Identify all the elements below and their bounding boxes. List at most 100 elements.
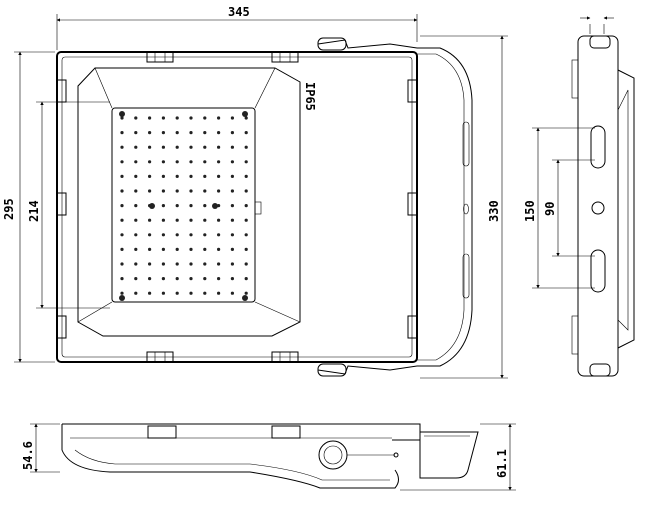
led-dot xyxy=(230,145,234,149)
screw-hole xyxy=(119,111,125,117)
led-dot xyxy=(230,291,234,295)
dim-thickness-total: 61.1 xyxy=(495,449,509,478)
led-dot xyxy=(175,160,179,164)
bracket-wedge xyxy=(419,431,479,479)
led-dot xyxy=(189,291,193,295)
led-dot xyxy=(217,233,221,237)
profile-body xyxy=(61,424,399,489)
led-dot xyxy=(217,116,221,120)
dim-height-bracket: 330 xyxy=(487,200,501,222)
led-dot xyxy=(134,262,138,266)
led-dot xyxy=(244,233,248,237)
led-dot xyxy=(189,233,193,237)
led-dot xyxy=(203,174,207,178)
led-dot xyxy=(148,233,152,237)
screw-hole xyxy=(242,111,248,117)
led-dot xyxy=(120,233,124,237)
led-dot xyxy=(203,247,207,251)
led-dot xyxy=(244,277,248,281)
led-dot xyxy=(230,116,234,120)
led-dot xyxy=(244,145,248,149)
led-dot xyxy=(175,233,179,237)
clip-top-left xyxy=(146,51,174,63)
led-dot xyxy=(189,174,193,178)
led-dot xyxy=(148,247,152,251)
led-dot xyxy=(189,189,193,193)
led-dot xyxy=(120,160,124,164)
led-dot xyxy=(120,145,124,149)
bracket-slot-bottom xyxy=(590,249,606,293)
led-dot xyxy=(203,204,207,208)
profile-view: 54.6 61.1 xyxy=(21,423,516,491)
led-dot xyxy=(203,262,207,266)
led-dot xyxy=(217,160,221,164)
dim-height-outer: 295 xyxy=(2,198,16,220)
led-dot xyxy=(230,262,234,266)
led-dot xyxy=(189,116,193,120)
led-dot xyxy=(148,277,152,281)
led-dot xyxy=(244,291,248,295)
led-dot xyxy=(217,262,221,266)
front-view: IP65 345 2 xyxy=(2,5,508,379)
dim-width-total: 345 xyxy=(228,5,250,19)
screw-hole xyxy=(149,203,155,209)
led-dot xyxy=(134,145,138,149)
led-dot xyxy=(230,277,234,281)
led-dot xyxy=(161,174,165,178)
led-dot xyxy=(244,174,248,178)
dim-slot-span: 150 xyxy=(523,200,537,222)
mounting-bracket xyxy=(317,37,473,377)
led-dot xyxy=(161,233,165,237)
led-dot xyxy=(120,247,124,251)
led-dot xyxy=(161,131,165,135)
led-dot xyxy=(203,291,207,295)
clip-bottom-right xyxy=(271,351,299,363)
led-dot xyxy=(148,145,152,149)
led-dot xyxy=(189,160,193,164)
led-dot xyxy=(161,189,165,193)
led-dot xyxy=(175,131,179,135)
led-dot xyxy=(175,189,179,193)
led-dot xyxy=(217,291,221,295)
led-dot xyxy=(244,189,248,193)
led-dot xyxy=(244,131,248,135)
led-dot xyxy=(161,204,165,208)
screw-hole xyxy=(119,295,125,301)
led-dot xyxy=(230,189,234,193)
led-dot xyxy=(134,116,138,120)
led-dot xyxy=(175,247,179,251)
side-view: 150 90 xyxy=(523,16,635,377)
led-dot xyxy=(217,145,221,149)
led-dot xyxy=(134,291,138,295)
led-dot xyxy=(134,189,138,193)
led-dot xyxy=(244,116,248,120)
led-dot xyxy=(120,174,124,178)
led-dot xyxy=(230,233,234,237)
led-dot xyxy=(175,218,179,222)
bevel-frame xyxy=(77,67,301,337)
led-dot xyxy=(203,277,207,281)
led-dot xyxy=(244,262,248,266)
led-dot xyxy=(161,262,165,266)
led-dot xyxy=(189,145,193,149)
led-dot xyxy=(120,116,124,120)
led-dot xyxy=(148,160,152,164)
led-dot xyxy=(230,174,234,178)
led-dot xyxy=(244,160,248,164)
led-grid xyxy=(119,111,248,301)
screw-hole xyxy=(212,203,218,209)
led-dot xyxy=(244,218,248,222)
led-dot xyxy=(203,116,207,120)
led-dot xyxy=(230,131,234,135)
led-dot xyxy=(230,204,234,208)
bracket-hub xyxy=(318,440,348,470)
led-dot xyxy=(148,291,152,295)
led-dot xyxy=(230,247,234,251)
led-dot xyxy=(217,277,221,281)
led-dot xyxy=(175,145,179,149)
led-dot xyxy=(120,204,124,208)
led-dot xyxy=(134,131,138,135)
led-dot xyxy=(217,218,221,222)
led-dot xyxy=(161,247,165,251)
